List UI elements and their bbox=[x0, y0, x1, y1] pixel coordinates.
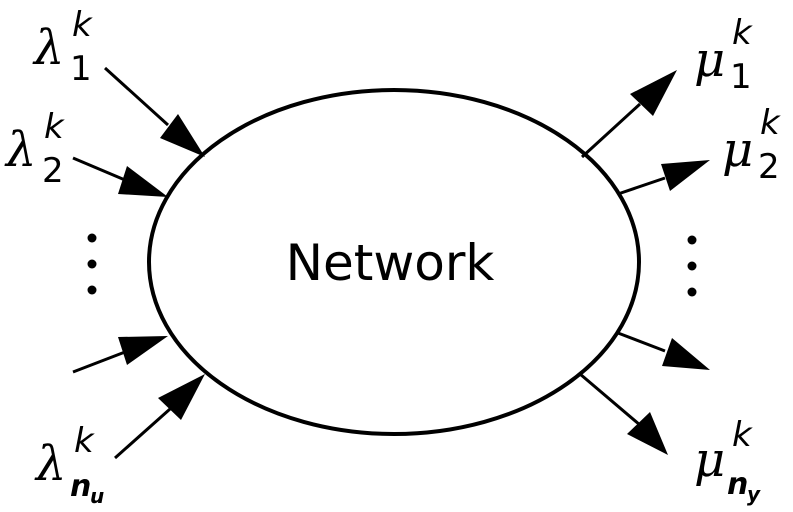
output-label-mu-ny: μ k n y bbox=[694, 415, 761, 506]
output-arrow-4-head bbox=[627, 412, 668, 455]
output-arrow-3-head bbox=[662, 338, 710, 370]
input-arrow-4-line bbox=[114, 407, 171, 460]
svg-text:μ: μ bbox=[694, 432, 725, 488]
svg-text:n: n bbox=[727, 467, 748, 502]
svg-text:y: y bbox=[747, 482, 761, 506]
output-arrow-1-line bbox=[580, 102, 642, 159]
input-arrow-3-line bbox=[72, 350, 126, 374]
network-label: Network bbox=[286, 234, 495, 292]
input-arrow-3-head bbox=[118, 336, 168, 365]
input-arrow-1-line bbox=[103, 66, 170, 127]
svg-text:λ: λ bbox=[32, 20, 64, 76]
svg-text:k: k bbox=[732, 415, 753, 455]
input-arrow-1-head bbox=[160, 114, 205, 157]
input-ellipsis-dots bbox=[87, 233, 97, 295]
output-arrow-3-line bbox=[617, 331, 666, 353]
output-label-mu-1: μ k 1 bbox=[694, 13, 753, 97]
input-label-lambda-1: λ k 1 bbox=[32, 5, 93, 89]
svg-text:k: k bbox=[732, 13, 753, 53]
input-label-lambda-nu: λ k n u bbox=[34, 421, 104, 508]
svg-text:μ: μ bbox=[694, 32, 725, 88]
input-arrow-2-line bbox=[72, 156, 126, 182]
svg-text:2: 2 bbox=[758, 147, 780, 187]
svg-text:k: k bbox=[44, 107, 65, 147]
output-arrow-2-head bbox=[661, 160, 710, 191]
output-label-mu-2: μ k 2 bbox=[722, 103, 781, 187]
output-ellipsis-dots bbox=[687, 235, 697, 297]
input-arrow-2-head bbox=[118, 166, 168, 197]
output-arrow-4-line bbox=[579, 372, 641, 427]
svg-text:λ: λ bbox=[34, 436, 66, 492]
svg-text:k: k bbox=[760, 103, 781, 143]
output-arrow-2-line bbox=[617, 176, 666, 196]
svg-text:n: n bbox=[70, 469, 91, 504]
svg-text:1: 1 bbox=[730, 57, 752, 97]
svg-text:k: k bbox=[72, 5, 93, 45]
input-label-lambda-2: λ k 2 bbox=[4, 107, 65, 191]
svg-text:μ: μ bbox=[722, 122, 753, 178]
input-arrow-4-head bbox=[158, 374, 205, 420]
svg-text:u: u bbox=[90, 484, 104, 508]
svg-text:2: 2 bbox=[42, 151, 64, 191]
svg-text:λ: λ bbox=[4, 122, 36, 178]
network-ellipse bbox=[147, 88, 641, 436]
output-arrow-1-head bbox=[630, 70, 677, 116]
svg-text:1: 1 bbox=[70, 49, 92, 89]
svg-text:k: k bbox=[74, 421, 95, 461]
